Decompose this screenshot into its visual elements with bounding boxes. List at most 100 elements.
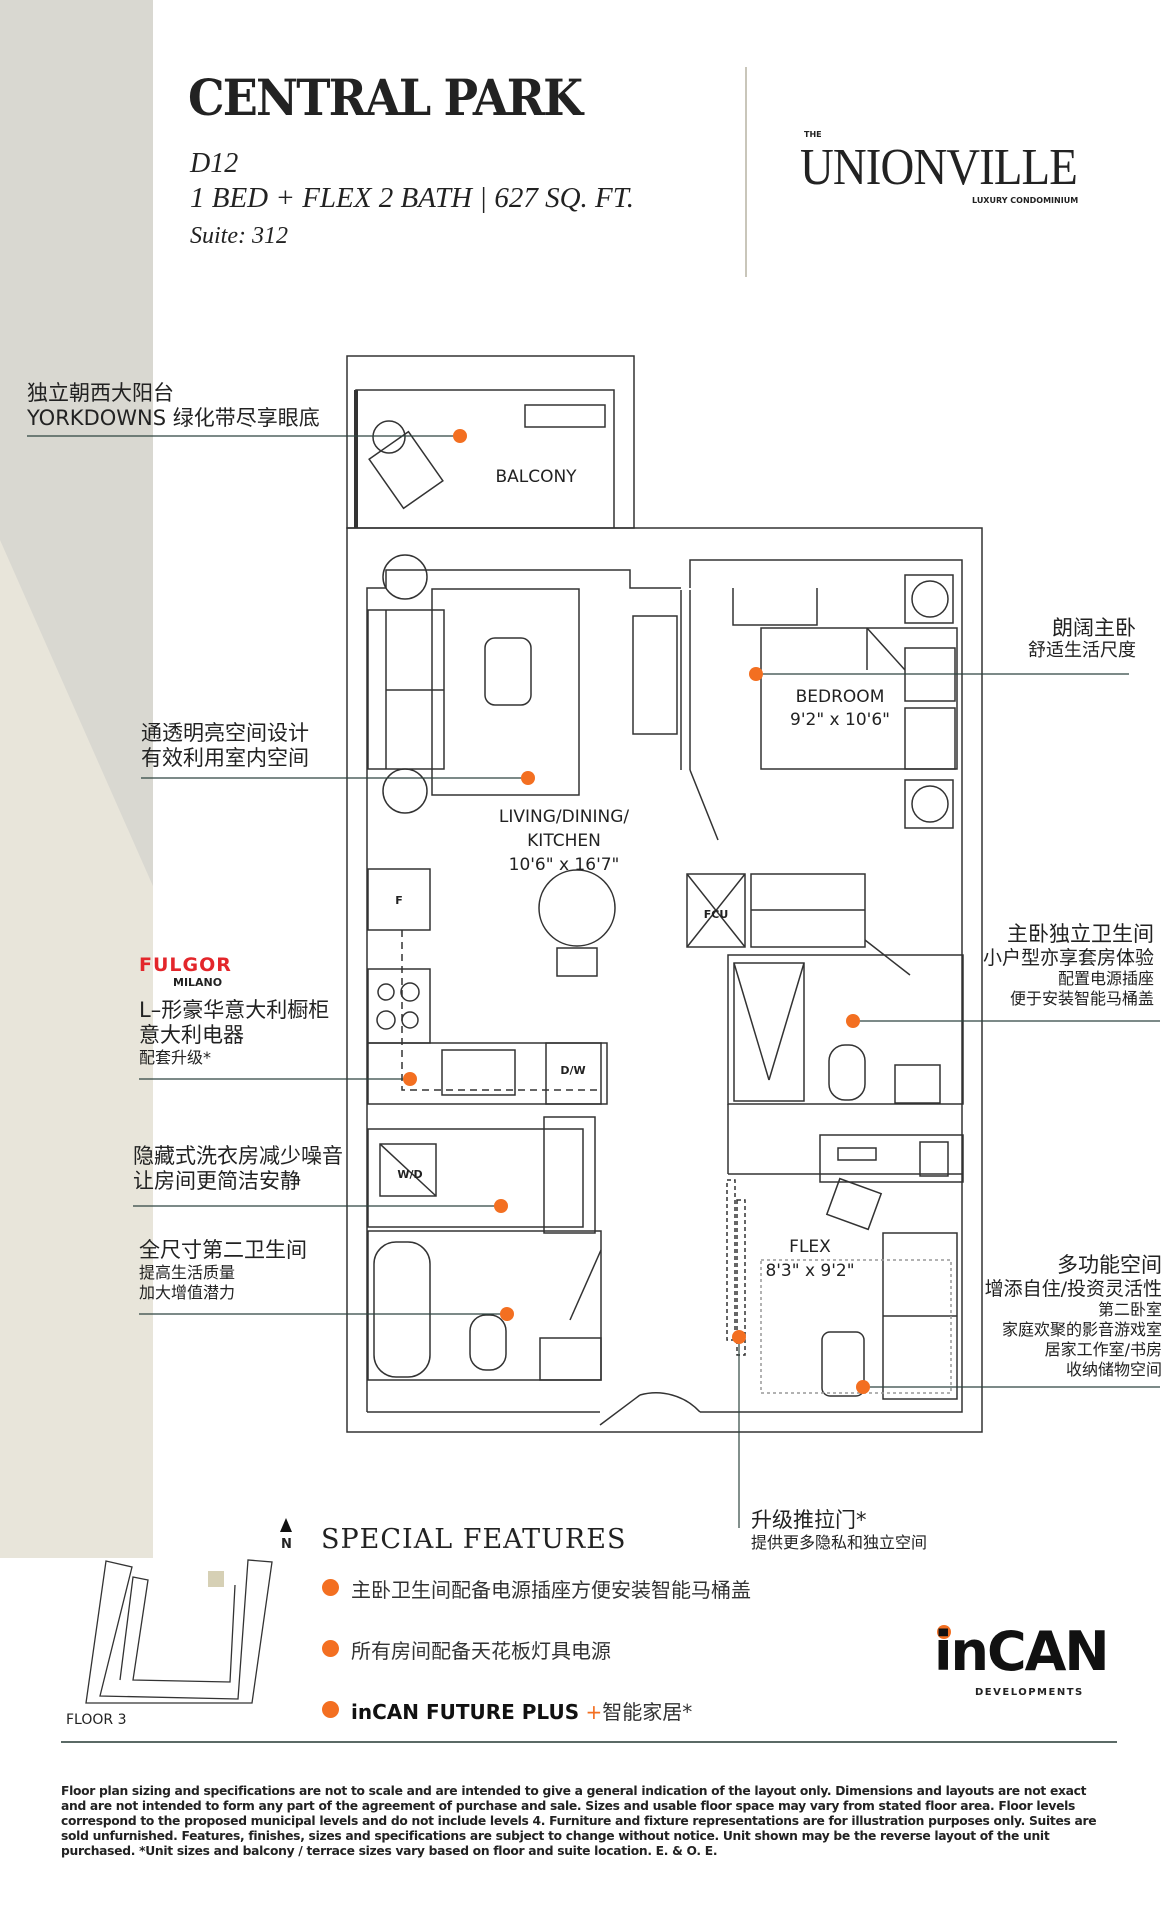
fridge [367, 868, 431, 931]
annotation-text: 小户型亦享套房体验 [982, 947, 1154, 969]
annotation-subtext: 加大增值潜力 [139, 1283, 236, 1302]
ensuite-toilet [828, 1044, 866, 1101]
unionville-logo: UNIONVILLE [800, 139, 1078, 196]
feature-brand: inCAN FUTURE PLUS [351, 1700, 580, 1724]
dishwasher [545, 1042, 602, 1105]
planter [524, 404, 606, 428]
annotation-text: L–形豪华意大利橱柜 [139, 998, 330, 1022]
washer-dryer-label: W/D [397, 1168, 422, 1181]
page-title: CENTRAL PARK [188, 68, 583, 127]
room-label-balcony: BALCONY [495, 467, 577, 487]
fridge-label: F [395, 894, 403, 907]
balcony-chair [368, 430, 444, 510]
fulgor-logo-sub: MILANO [173, 976, 223, 989]
annotation-subtext: 第二卧室 [1097, 1300, 1162, 1319]
sliding-door [726, 1179, 736, 1341]
annotation-text: YORKDOWNS 绿化带尽享眼底 [27, 406, 320, 430]
feature-plus: + [585, 1700, 603, 1724]
feature-item: 主卧卫生间配备电源插座方便安装智能马桶盖 [351, 1578, 751, 1602]
model-name: D12 [190, 148, 239, 179]
annotation-text: 全尺寸第二卫生间 [139, 1238, 307, 1262]
annotation-text: 升级推拉门* [751, 1508, 867, 1532]
bath-toilet [469, 1314, 507, 1371]
annotation-second-bath: 全尺寸第二卫生间 提高生活质量 加大增值潜力 [139, 1238, 307, 1303]
bullet-icon [322, 1640, 339, 1657]
annotation-sliding-door: 升级推拉门* 提供更多隐私和独立空间 [751, 1508, 927, 1553]
annotation-subtext: 居家工作室/书房 [1044, 1340, 1162, 1359]
annotation-subtext: 舒适生活尺度 [1028, 640, 1136, 661]
desk-chair [825, 1177, 883, 1231]
marker-dots [403, 429, 870, 1394]
annotation-text: 主卧独立卫生间 [1007, 922, 1154, 946]
room-label-flex: FLEX [789, 1237, 831, 1257]
dining-table [538, 869, 616, 947]
ensuite-bath [727, 954, 964, 1105]
rug [431, 588, 580, 796]
fcu-box [686, 873, 746, 948]
bathtub [373, 1241, 431, 1378]
suite-number: Suite: 312 [190, 223, 288, 249]
feature-text: 智能家居* [602, 1700, 693, 1724]
washer-dryer [379, 1143, 437, 1197]
north-label: N [281, 1537, 292, 1552]
unit-outline [346, 527, 983, 1433]
annotation-text: 朗阔主卧 [1052, 616, 1136, 640]
kitchen-sink [441, 1049, 516, 1096]
laundry [367, 1128, 584, 1228]
annotation-subtext: 提高生活质量 [139, 1263, 236, 1282]
special-features-title: SPECIAL FEATURES [321, 1524, 627, 1555]
bullet-icon [322, 1579, 339, 1596]
disclaimer: Floor plan sizing and specifications are… [61, 1784, 1097, 1858]
bullet-icon [322, 1701, 339, 1718]
logo-tagline: LUXURY CONDOMINIUM [972, 196, 1079, 205]
annotation-subtext: 家庭欢聚的影音游戏室 [1001, 1320, 1162, 1339]
bedroom-dimensions: 9'2" x 10'6" [790, 710, 890, 730]
annotation-ensuite: 主卧独立卫生间 小户型亦享套房体验 配置电源插座 便于安装智能马桶盖 [983, 922, 1154, 1009]
header-divider [745, 67, 747, 277]
annotation-text: 独立朝西大阳台 [27, 381, 174, 405]
cooktop [367, 968, 431, 1044]
ensuite-sink [894, 1064, 941, 1104]
incan-logo: inCAN [934, 1620, 1110, 1683]
annotation-subtext: 收纳储物空间 [1065, 1360, 1162, 1379]
tv-console [632, 615, 678, 735]
annotation-subtext: 配置电源插座 [1057, 969, 1154, 988]
annotation-living: 通透明亮空间设计 有效利用室内空间 [141, 721, 309, 771]
incan-logo-dot [937, 1625, 951, 1639]
room-label-kitchen: KITCHEN [527, 831, 601, 851]
kitchen-counter [367, 1042, 608, 1105]
coffee-table [484, 637, 532, 706]
logo-the: THE [804, 130, 822, 139]
flex-table [821, 1331, 865, 1397]
annotation-subtext: 配套升级* [139, 1048, 212, 1067]
fcu-label: FCU [704, 908, 729, 921]
annotation-kitchen: L–形豪华意大利橱柜 意大利电器 配套升级* [139, 998, 329, 1068]
annotation-text: 意大利电器 [139, 1023, 244, 1047]
keyplan-floor3 [85, 1559, 273, 1704]
bed [760, 627, 958, 770]
feature-item: 所有房间配备天花板灯具电源 [351, 1639, 611, 1663]
annotation-text: 让房间更简洁安静 [133, 1169, 301, 1193]
annotation-bedroom: 朗阔主卧 舒适生活尺度 [1028, 616, 1136, 661]
unit-summary: 1 BED + FLEX 2 BATH | 627 SQ. FT. [190, 182, 634, 214]
footer-divider [61, 1741, 1117, 1743]
annotation-flex: 多功能空间 增添自住/投资灵活性 第二卧室 家庭欢聚的影音游戏室 居家工作室/书… [985, 1253, 1162, 1380]
annotation-balcony: 独立朝西大阳台 YORKDOWNS 绿化带尽享眼底 [27, 381, 320, 431]
entry-door [599, 1392, 701, 1426]
second-bath [367, 1230, 602, 1381]
annotation-text: 多功能空间 [1057, 1253, 1162, 1277]
annotation-text: 隐藏式洗衣房减少噪音 [133, 1144, 343, 1168]
balcony-outline [346, 355, 635, 529]
incan-logo-sub: DEVELOPMENTS [975, 1687, 1084, 1698]
annotation-text: 有效利用室内空间 [141, 746, 309, 770]
desk [819, 1134, 964, 1183]
annotation-subtext: 提供更多隐私和独立空间 [751, 1533, 928, 1552]
hall-closet [543, 1116, 596, 1234]
shower [733, 962, 805, 1102]
dishwasher-label: D/W [560, 1064, 585, 1077]
feature-item-smart-home: inCAN FUTURE PLUS +智能家居* [351, 1696, 692, 1725]
bath-sink [539, 1337, 602, 1381]
annotation-laundry: 隐藏式洗衣房减少噪音 让房间更简洁安静 [133, 1144, 343, 1194]
room-label-living: LIVING/DINING/ [499, 807, 629, 827]
